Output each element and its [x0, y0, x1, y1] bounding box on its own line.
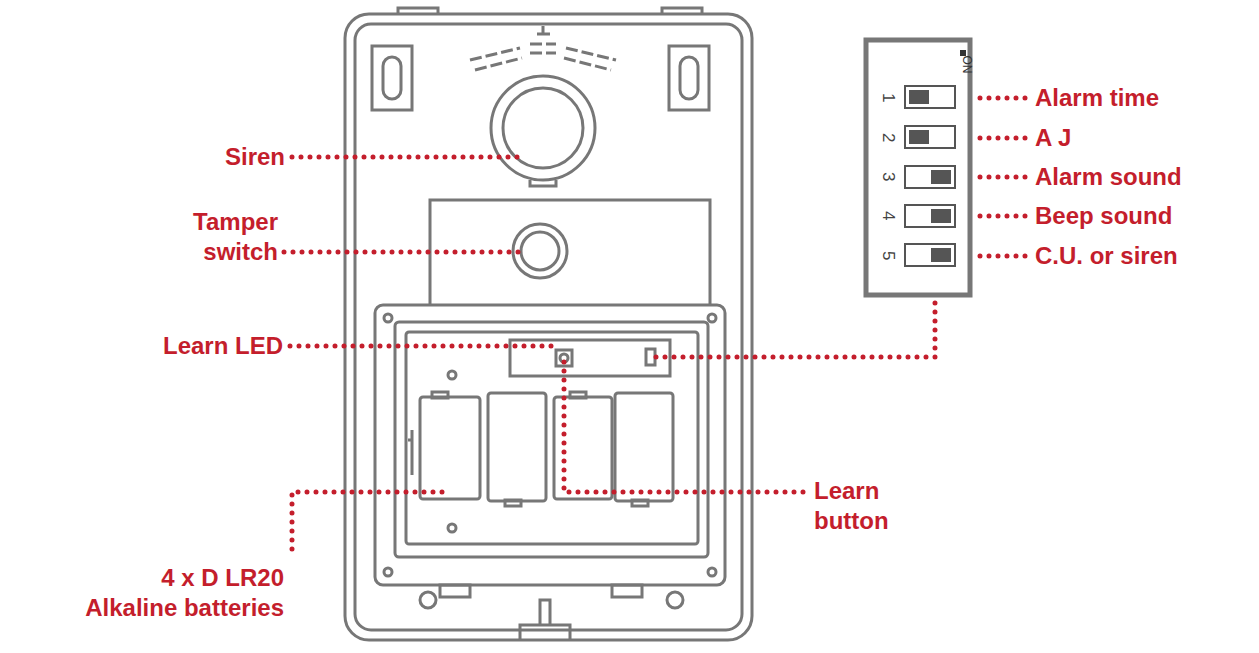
part-label: 4 x D LR20 Alkaline batteries [72, 563, 284, 623]
part-label: Learn LED [133, 331, 283, 361]
switch-number: 4 [877, 204, 898, 228]
switch-label: A J [1035, 123, 1250, 153]
switch-number: 5 [877, 244, 898, 268]
switch-number: 1 [877, 86, 898, 110]
switch-number: 3 [877, 165, 898, 189]
switch-label: Beep sound [1035, 201, 1250, 231]
switch-label: Alarm sound [1035, 162, 1250, 192]
part-label: Tamper switch [168, 207, 278, 267]
housing [345, 8, 752, 640]
part-label: Siren [165, 142, 285, 172]
dip-switch [866, 40, 970, 295]
switch-number: 2 [877, 126, 898, 150]
switch-label: C.U. or siren [1035, 241, 1250, 271]
leader-lines [284, 98, 1028, 555]
part-label: Learn button [814, 476, 914, 536]
switch-label: Alarm time [1035, 83, 1250, 113]
switch-on-mark: ON [959, 50, 974, 80]
